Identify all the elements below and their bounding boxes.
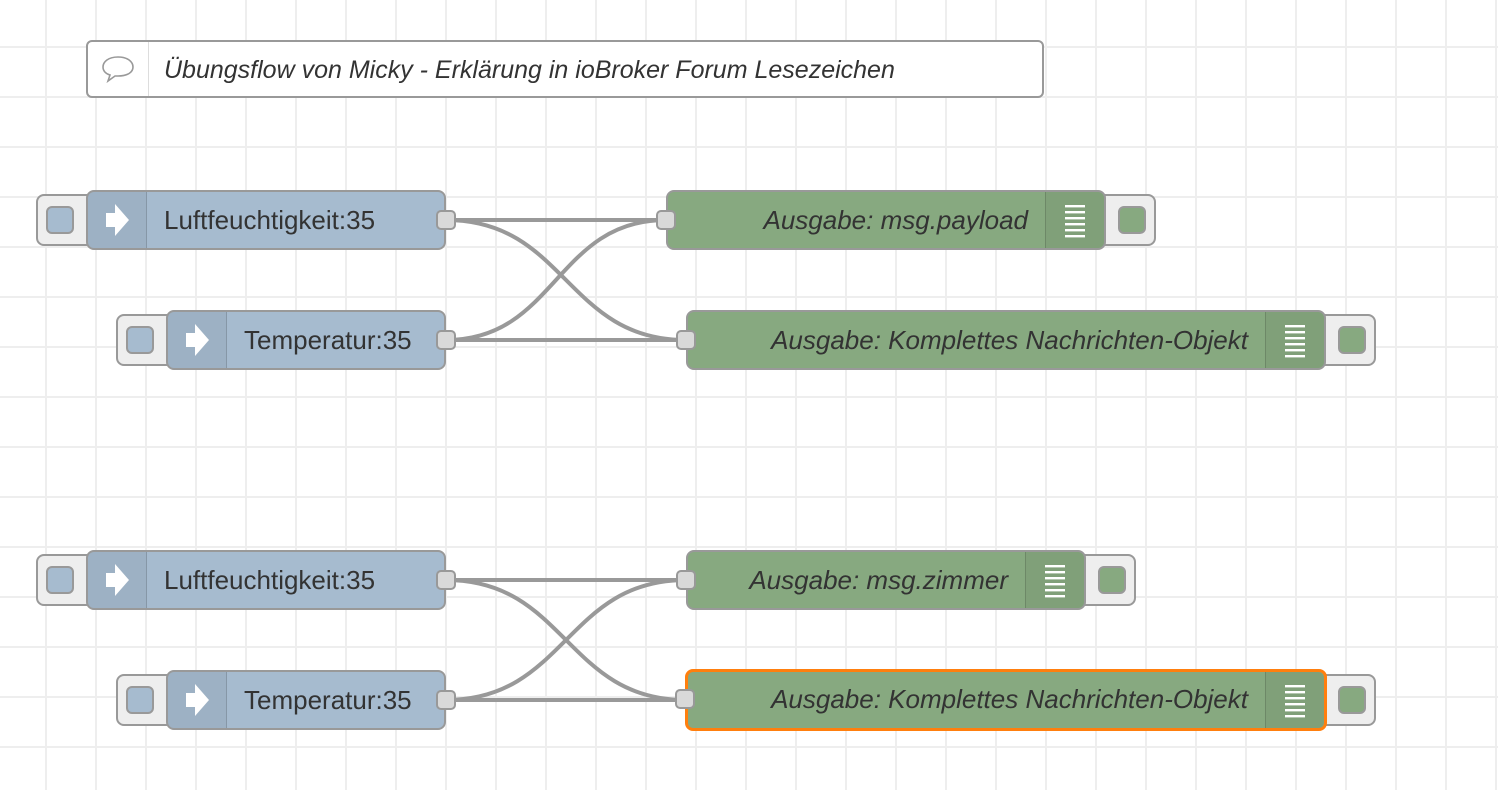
node-label: Ausgabe: Komplettes Nachrichten-Objekt xyxy=(771,325,1248,355)
node-label: Temperatur:35 xyxy=(244,325,412,355)
comment-node[interactable]: Übungsflow von Micky - Erklärung in ioBr… xyxy=(86,40,1044,98)
wire[interactable] xyxy=(445,218,667,342)
output-port[interactable] xyxy=(436,210,456,230)
debug-node-msg-payload[interactable]: Ausgabe: msg.payload xyxy=(656,190,1106,250)
inject-node-luftfeuchtigkeit[interactable]: Luftfeuchtigkeit:35 xyxy=(86,550,456,610)
output-port[interactable] xyxy=(436,690,456,710)
arrow-in-icon xyxy=(168,312,227,368)
input-port[interactable] xyxy=(675,689,695,709)
wire[interactable] xyxy=(445,578,687,702)
debug-node-komplettes-objekt-selected[interactable]: Ausgabe: Komplettes Nachrichten-Objekt xyxy=(675,669,1327,731)
speech-bubble-icon xyxy=(88,42,149,96)
node-label: Ausgabe: msg.zimmer xyxy=(749,565,1008,595)
arrow-in-icon xyxy=(88,192,147,248)
debug-list-icon xyxy=(1265,672,1324,728)
node-label: Ausgabe: Komplettes Nachrichten-Objekt xyxy=(771,684,1248,714)
node-label: Ausgabe: msg.payload xyxy=(763,205,1028,235)
debug-list-icon xyxy=(1045,192,1104,248)
node-label: Luftfeuchtigkeit:35 xyxy=(164,205,376,235)
arrow-in-icon xyxy=(88,552,147,608)
inject-node-luftfeuchtigkeit[interactable]: Luftfeuchtigkeit:35 xyxy=(86,190,456,250)
debug-node-komplettes-objekt[interactable]: Ausgabe: Komplettes Nachrichten-Objekt xyxy=(676,310,1326,370)
node-label: Luftfeuchtigkeit:35 xyxy=(164,565,376,595)
output-port[interactable] xyxy=(436,330,456,350)
inject-node-temperatur[interactable]: Temperatur:35 xyxy=(166,670,456,730)
comment-text: Übungsflow von Micky - Erklärung in ioBr… xyxy=(164,56,895,84)
output-port[interactable] xyxy=(436,570,456,590)
inject-node-temperatur[interactable]: Temperatur:35 xyxy=(166,310,456,370)
input-port[interactable] xyxy=(656,210,676,230)
arrow-in-icon xyxy=(168,672,227,728)
node-label: Temperatur:35 xyxy=(244,685,412,715)
debug-list-icon xyxy=(1265,312,1324,368)
input-port[interactable] xyxy=(676,330,696,350)
wire[interactable] xyxy=(445,218,687,342)
debug-list-icon xyxy=(1025,552,1084,608)
debug-toggle-button[interactable] xyxy=(1316,314,1376,366)
input-port[interactable] xyxy=(676,570,696,590)
debug-node-msg-zimmer[interactable]: Ausgabe: msg.zimmer xyxy=(676,550,1086,610)
